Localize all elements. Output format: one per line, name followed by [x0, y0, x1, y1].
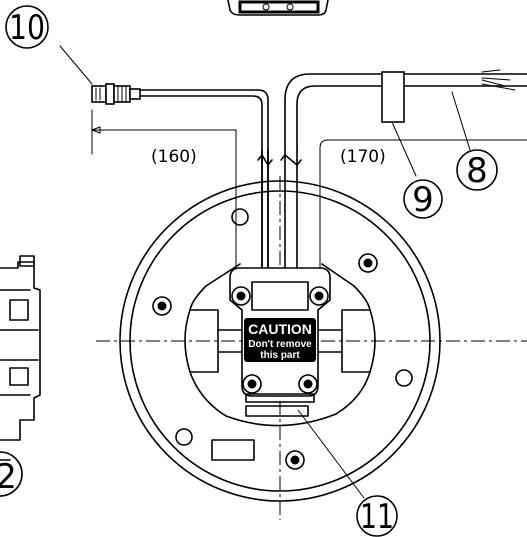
- caution-line-2: this part: [260, 350, 300, 361]
- screw-icon: [231, 286, 251, 306]
- leader-10: [59, 45, 93, 85]
- hole-icon: [175, 428, 193, 446]
- disk-slots: [211, 439, 255, 461]
- caution-line-1: Don't remove: [248, 339, 312, 350]
- caution-label: CAUTION Don't remove this part: [244, 318, 316, 362]
- svg-text:9: 9: [412, 180, 434, 220]
- svg-text:10: 10: [9, 8, 45, 48]
- leader-9: [391, 121, 417, 177]
- module-screws: [231, 286, 329, 394]
- screw-icon: [298, 374, 318, 394]
- cable-into-module: [261, 159, 298, 269]
- disk-holes: [175, 208, 413, 446]
- disk-screws: [152, 253, 378, 470]
- dimension-lines: [90, 109, 527, 271]
- bayonet-ring: [184, 263, 376, 427]
- leaders: [297, 91, 471, 499]
- caution-title: CAUTION: [248, 321, 312, 337]
- hole-icon: [395, 369, 413, 387]
- screw-icon: [152, 296, 172, 316]
- callout-11: 11: [356, 495, 398, 537]
- screw-icon: [242, 374, 262, 394]
- connector-plug-icon: [91, 83, 141, 105]
- screw-icon: [309, 286, 329, 306]
- hole-icon: [231, 208, 249, 226]
- dimension-170: (170): [340, 147, 386, 167]
- cable-right: [284, 69, 527, 151]
- left-side-component: [0, 255, 41, 461]
- svg-text:8: 8: [466, 151, 488, 191]
- cable-left: [139, 89, 269, 291]
- cable-stubs: [257, 149, 302, 166]
- center-lines: [96, 176, 527, 520]
- dimension-160: (160): [151, 147, 197, 167]
- svg-text:11: 11: [360, 497, 394, 537]
- callout-12-partial: 2: [0, 451, 23, 497]
- leader-8: [451, 91, 471, 151]
- callout-9: 9: [403, 179, 443, 220]
- leader-11: [297, 409, 365, 499]
- svg-text:2: 2: [0, 457, 17, 497]
- top-component: [227, 0, 329, 16]
- callout-10: 10: [5, 5, 49, 49]
- screw-icon: [358, 253, 378, 273]
- screw-icon: [285, 450, 305, 470]
- callout-8: 8: [456, 149, 498, 191]
